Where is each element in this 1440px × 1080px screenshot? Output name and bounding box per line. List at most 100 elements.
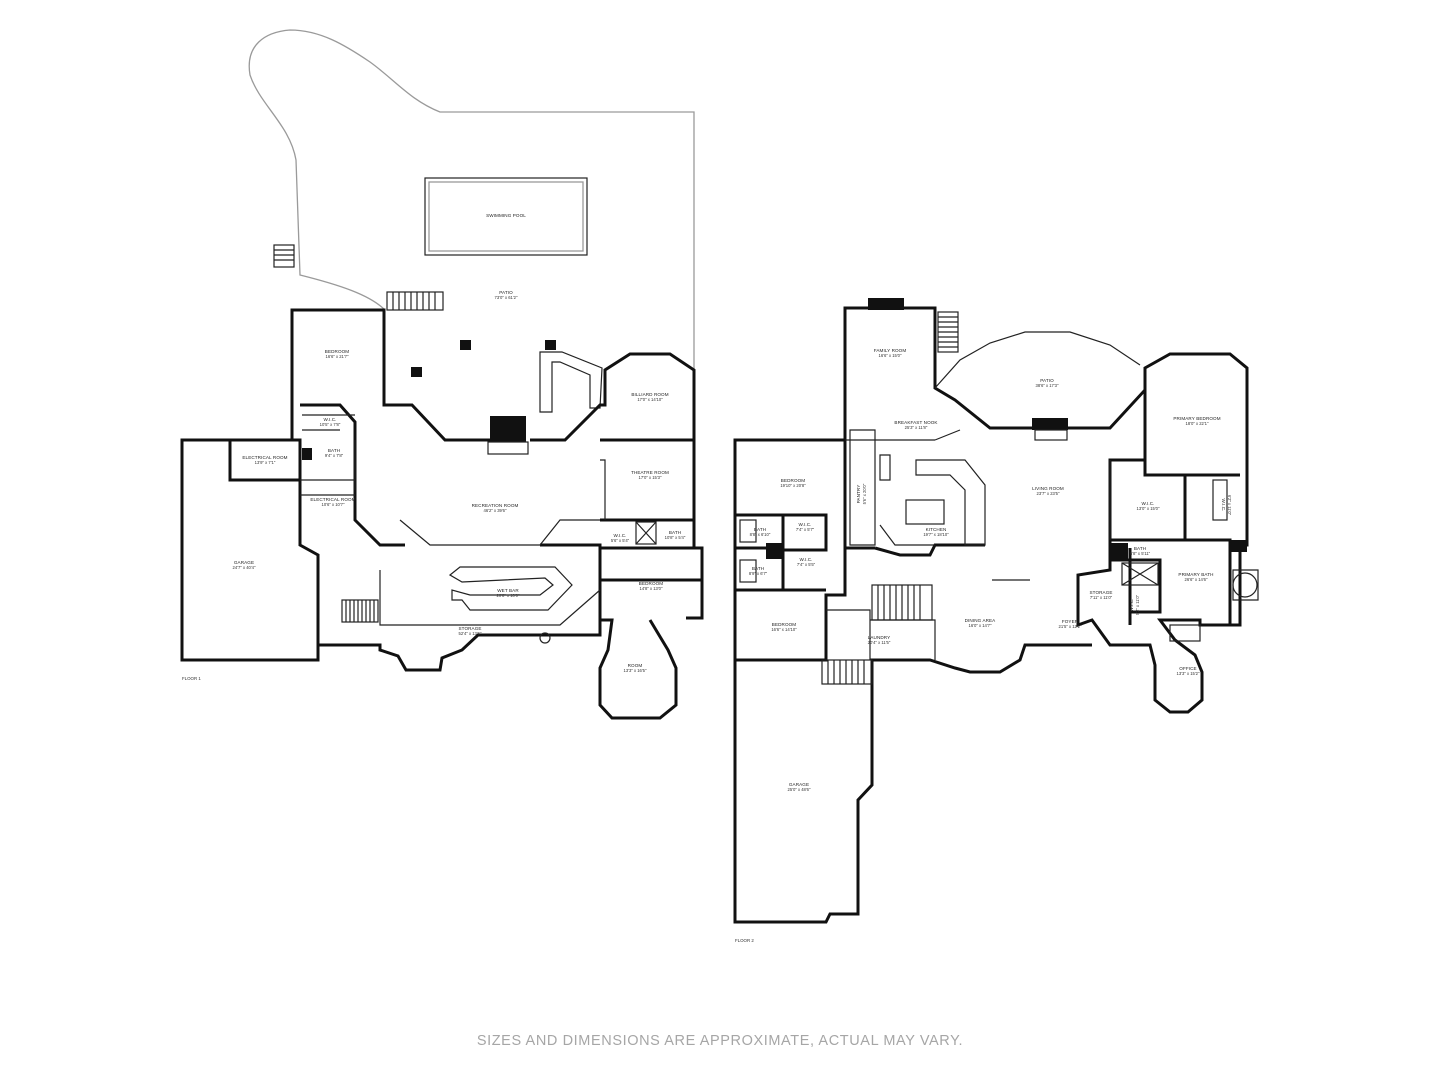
- room-dimensions: 13'3" x 16'5": [624, 668, 647, 673]
- room-name: BATH: [328, 448, 340, 453]
- room-dimensions: 38'6" x 17'3": [1036, 383, 1059, 388]
- pool-deck-outline: [248, 29, 695, 440]
- room-name: W.I.C.: [1141, 501, 1154, 506]
- room-name: RECREATION ROOM: [472, 503, 519, 508]
- room-name: BATH: [1134, 546, 1146, 551]
- kitchen-island: [905, 499, 945, 525]
- stairs: [821, 311, 1201, 685]
- room-name: STORAGE: [1089, 590, 1112, 595]
- room-name: ELECTRICAL ROOM: [242, 455, 287, 460]
- room-dimensions: 9'4" x 7'8": [325, 453, 344, 458]
- room-name: W.I.C.: [799, 557, 812, 562]
- disclaimer-text: SIZES AND DIMENSIONS ARE APPROXIMATE, AC…: [476, 1033, 964, 1049]
- room-name: FOYER: [1062, 619, 1079, 624]
- room-name: BEDROOM: [639, 581, 664, 586]
- room-dimensions: 19'10" x 20'8": [780, 483, 806, 488]
- room-dimensions: 17'0" x 15'3": [639, 475, 662, 480]
- room-dimensions: 21'5" x 12'2": [1059, 624, 1082, 629]
- room-dimensions: 23'7" x 23'5": [1037, 491, 1060, 496]
- room-name: W.I.C.: [613, 533, 626, 538]
- room-name: PRIMARY BEDROOM: [1173, 416, 1220, 421]
- room-dimensions: 13'3" x 15'2": [1177, 671, 1200, 676]
- room-dimensions: 8'8" x 6'10": [750, 532, 771, 537]
- room-name: STORAGE: [458, 626, 481, 631]
- room-name: ELECTRICAL ROOM: [310, 497, 355, 502]
- room-dimensions: 7'4" x 5'5": [797, 562, 816, 567]
- room-name: PRIMARY BATH: [1178, 572, 1213, 577]
- patio-steps: [273, 244, 444, 311]
- room-dimensions: 10'6" x 10'7": [322, 502, 345, 507]
- room-dimensions: 20'4" x 11'5": [868, 640, 891, 645]
- room-dimensions: 8'9" x 6'7": [749, 571, 768, 576]
- room-name: OFFICE: [1179, 666, 1196, 671]
- room-name: FAMILY ROOM: [874, 348, 907, 353]
- swimming-pool: [424, 177, 588, 256]
- room-dimensions: 25'3" x 11'8": [905, 425, 928, 430]
- room-name: BEDROOM: [772, 622, 797, 627]
- room-dimensions: 10'5" x 7'8": [320, 422, 341, 427]
- room-name: BILLIARD ROOM: [631, 392, 668, 397]
- room-name: THEATRE ROOM: [631, 470, 669, 475]
- patio-column: [460, 340, 471, 350]
- room-dimensions: 13'9" x 7'1": [255, 460, 276, 465]
- room-dimensions: 6'2" x 11'0": [1227, 495, 1232, 516]
- room-dimensions: 20'8" x 10'0": [497, 593, 520, 598]
- room-name: LIVING ROOM: [1032, 486, 1064, 491]
- room-dimensions: 26'6" x 14'6": [1185, 577, 1208, 582]
- room-dimensions: 7'11" x 11'0": [1090, 595, 1113, 600]
- room-name: BEDROOM: [325, 349, 350, 354]
- room-name: DINING AREA: [965, 618, 997, 623]
- room-dimensions: 52'4" x 13'6": [459, 631, 482, 636]
- floor-label: FLOOR 1: [182, 676, 201, 681]
- room-dimensions: 14'8" x 13'0": [640, 586, 663, 591]
- room-name: W.I.C.: [1221, 498, 1226, 511]
- room-name: GARAGE: [789, 782, 809, 787]
- room-name: KITCHEN: [926, 527, 947, 532]
- floor-2: FAMILY ROOM 16'6" x 15'0" PATIO 38'6" x …: [733, 298, 1259, 943]
- room-name: WET BAR: [497, 588, 519, 593]
- room-name: BREAKFAST NOOK: [894, 420, 938, 425]
- room-dimensions: 13'0" x 15'0": [1137, 506, 1160, 511]
- room-name: SWIMMING POOL: [486, 213, 526, 218]
- room-name: BATH: [754, 527, 766, 532]
- room-dimensions: 5'6" x 5'4": [611, 538, 630, 543]
- fireplace: [490, 416, 526, 442]
- fireplace: [1032, 418, 1068, 430]
- room-dimensions: 6'8" x 5'11": [1130, 551, 1151, 556]
- room-dimensions: 7'4" x 5'7": [796, 527, 815, 532]
- floor-label: FLOOR 2: [735, 938, 754, 943]
- room-dimensions: 18'0" x 22'1": [1186, 421, 1209, 426]
- room-dimensions: 16'0" x 14'7": [969, 623, 992, 628]
- room-name: BATH: [752, 566, 764, 571]
- room-dimensions: 5'6" x 20'0": [862, 483, 867, 504]
- room-dimensions: 46'2" x 39'6": [484, 508, 507, 513]
- room-name: BEDROOM: [781, 478, 806, 483]
- room-name: GARAGE: [234, 560, 254, 565]
- patio-column: [411, 367, 422, 377]
- stairs: [341, 599, 379, 623]
- room-dimensions: 25'0" x 48'6": [788, 787, 811, 792]
- room-dimensions: 19'7" x 18'10": [923, 532, 949, 537]
- room-name: PANTRY: [856, 485, 861, 504]
- room-name: PATIO: [1040, 378, 1054, 383]
- room-name: PATIO: [499, 290, 513, 295]
- room-dimensions: 73'0" x 61'2": [495, 295, 518, 300]
- room-dimensions: 24'7" x 40'4": [233, 565, 256, 570]
- room-name: BATH: [669, 530, 681, 535]
- wet-bar-counter: [448, 566, 573, 611]
- floor-2-patio-outline: [934, 331, 1141, 389]
- room-dimensions: 5'2" x 11'0": [1135, 594, 1140, 615]
- room-dimensions: 17'0" x 14'10": [637, 397, 663, 402]
- room-name: W.I.C.: [323, 417, 336, 422]
- room-dimensions: 16'6" x 14'10": [771, 627, 797, 632]
- room-name: W.I.C.: [1129, 598, 1134, 611]
- room-dimensions: 16'6" x 21'7": [326, 354, 349, 359]
- room-name: W.I.C.: [798, 522, 811, 527]
- room-dimensions: 10'8" x 5'4": [665, 535, 686, 540]
- floor-1-exterior-wall: [180, 308, 704, 720]
- kitchen-counter: [915, 459, 986, 546]
- room-dimensions: 16'6" x 15'0": [879, 353, 902, 358]
- room-name: LAUNDRY: [868, 635, 891, 640]
- floor-1: SWIMMING POOL PATIO 73'0" x 61'2" BEDROO…: [180, 29, 704, 720]
